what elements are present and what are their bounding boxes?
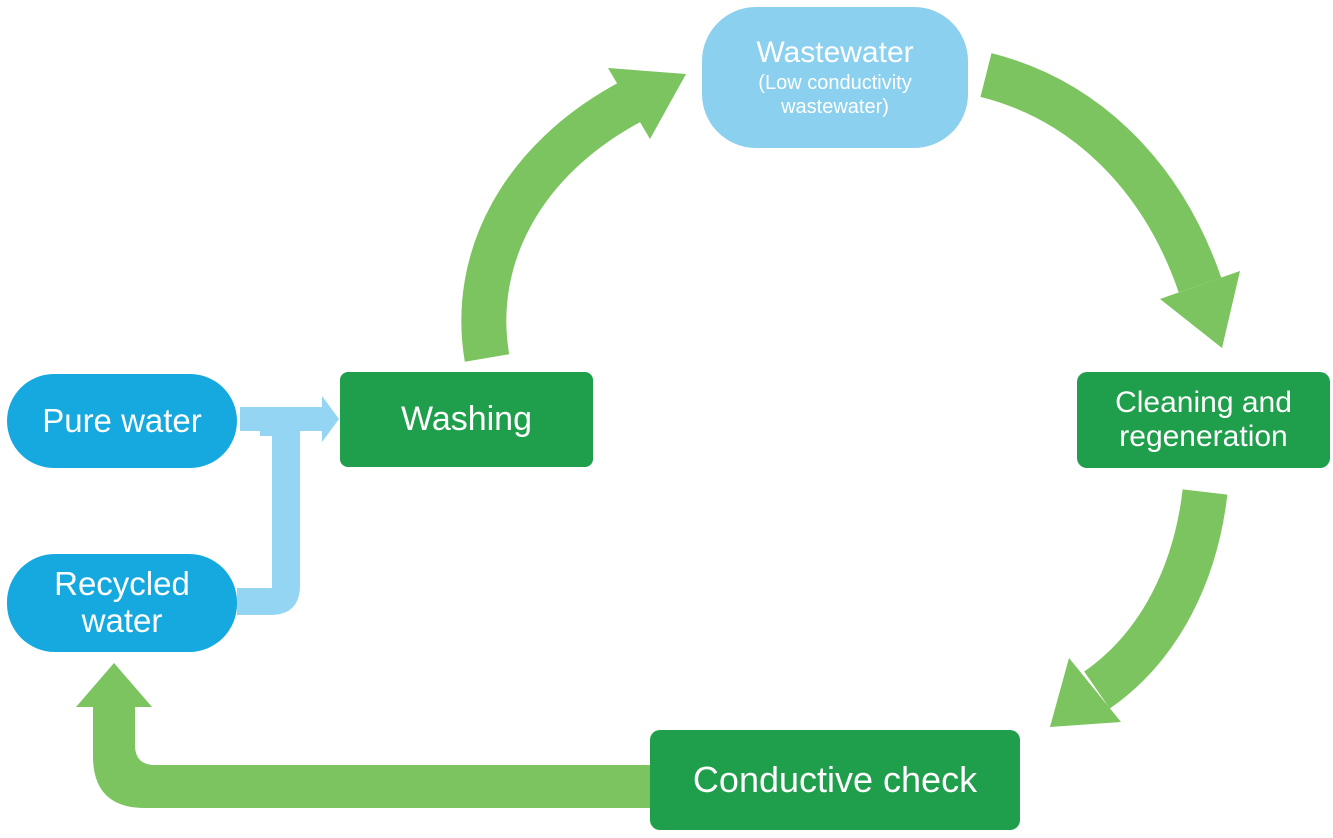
node-label: Pure water xyxy=(42,401,202,439)
node-recycled-water: Recycled water xyxy=(7,554,237,652)
arrow-head xyxy=(1050,658,1121,727)
edge-wastewater-to-cleaning xyxy=(980,53,1240,348)
node-label: Recycled water xyxy=(54,565,190,639)
arrow-head xyxy=(608,68,686,139)
node-label: Conductive check xyxy=(692,758,978,800)
edge-recycled-water-to-washing xyxy=(237,424,300,615)
arc-shaft xyxy=(980,53,1222,293)
node-label: Washing xyxy=(400,400,533,439)
node-washing: Washing xyxy=(340,372,593,467)
arc-shaft xyxy=(461,82,641,362)
node-pure-water: Pure water xyxy=(7,374,237,468)
node-wastewater: Wastewater (Low conductivity wastewater) xyxy=(702,7,968,148)
arc-shaft xyxy=(1083,489,1228,709)
edge-conductive-check-to-recycled-water xyxy=(76,663,700,808)
node-label: Cleaning and regeneration xyxy=(1115,386,1292,453)
arrow-elbow xyxy=(237,430,300,615)
node-conductive-check: Conductive check xyxy=(650,730,1020,830)
edge-washing-to-wastewater xyxy=(461,68,686,362)
arrow-head xyxy=(1160,271,1240,348)
edge-cleaning-to-conductive-check xyxy=(1050,489,1228,727)
node-cleaning-and-regeneration: Cleaning and regeneration xyxy=(1077,372,1330,468)
node-label: Wastewater xyxy=(756,35,914,69)
node-sublabel: (Low conductivity wastewater) xyxy=(758,72,912,118)
arrow-return xyxy=(76,663,700,808)
